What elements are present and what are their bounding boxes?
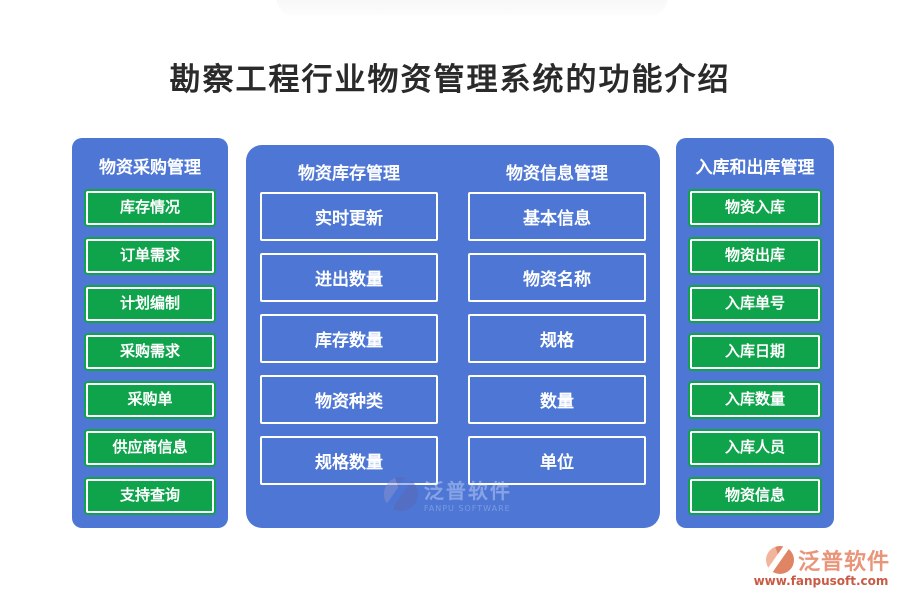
feature-box-basic-info: 基本信息 <box>468 192 646 241</box>
column-inventory-management: 物资库存管理 实时更新 进出数量 库存数量 物资种类 规格数量 <box>260 159 438 528</box>
feature-box-quantity: 数量 <box>468 375 646 424</box>
footer-brand: 泛普软件 www.fanpusoft.com <box>726 544 890 588</box>
panel-purchase-title: 物资采购管理 <box>99 158 201 178</box>
feature-box-plan-compile: 计划编制 <box>86 287 214 321</box>
feature-box-unit: 单位 <box>468 436 646 485</box>
feature-box-material-inbound: 物资入库 <box>690 191 820 225</box>
feature-box-inbound-personnel: 入库人员 <box>690 431 820 465</box>
panel-purchase-items: 库存情况 订单需求 计划编制 采购需求 采购单 供应商信息 支持查询 <box>72 191 228 513</box>
feature-box-realtime-update: 实时更新 <box>260 192 438 241</box>
top-decoration <box>276 0 668 18</box>
panel-inventory-items: 实时更新 进出数量 库存数量 物资种类 规格数量 <box>260 192 438 485</box>
middle-columns: 物资库存管理 实时更新 进出数量 库存数量 物资种类 规格数量 物资信息管理 基… <box>246 145 660 528</box>
feature-box-inout-quantity: 进出数量 <box>260 253 438 302</box>
feature-box-material-name: 物资名称 <box>468 253 646 302</box>
feature-box-order-demand: 订单需求 <box>86 239 214 273</box>
panel-info-title: 物资信息管理 <box>506 164 608 184</box>
footer-brand-row: 泛普软件 <box>726 544 890 576</box>
feature-box-purchase-demand: 采购需求 <box>86 335 214 369</box>
fanpu-footer-logo-icon <box>765 546 794 574</box>
feature-box-material-type: 物资种类 <box>260 375 438 424</box>
panel-warehouse-title: 入库和出库管理 <box>695 158 815 178</box>
panel-warehouse-items: 物资入库 物资出库 入库单号 入库日期 入库数量 入库人员 物资信息 <box>676 191 834 513</box>
panel-warehouse-management: 入库和出库管理 物资入库 物资出库 入库单号 入库日期 入库数量 入库人员 物资… <box>676 138 834 528</box>
feature-box-inbound-date: 入库日期 <box>690 335 820 369</box>
panel-inventory-info-management: 物资库存管理 实时更新 进出数量 库存数量 物资种类 规格数量 物资信息管理 基… <box>246 145 660 528</box>
feature-box-purchase-order: 采购单 <box>86 383 214 417</box>
page-title: 勘察工程行业物资管理系统的功能介绍 <box>169 62 731 98</box>
feature-box-supplier-info: 供应商信息 <box>86 431 214 465</box>
feature-box-spec-quantity: 规格数量 <box>260 436 438 485</box>
panel-info-items: 基本信息 物资名称 规格 数量 单位 <box>468 192 646 485</box>
feature-box-inventory-status: 库存情况 <box>86 191 214 225</box>
panel-purchase-management: 物资采购管理 库存情况 订单需求 计划编制 采购需求 采购单 供应商信息 支持查… <box>72 138 228 528</box>
feature-box-stock-quantity: 库存数量 <box>260 314 438 363</box>
feature-box-material-outbound: 物资出库 <box>690 239 820 273</box>
feature-box-specification: 规格 <box>468 314 646 363</box>
footer-brand-name: 泛普软件 <box>797 550 890 575</box>
feature-box-material-info: 物资信息 <box>690 479 820 513</box>
column-info-management: 物资信息管理 基本信息 物资名称 规格 数量 单位 <box>468 159 646 528</box>
footer-brand-url: www.fanpusoft.com <box>753 574 889 588</box>
feature-box-inbound-quantity: 入库数量 <box>690 383 820 417</box>
panel-inventory-title: 物资库存管理 <box>298 164 400 184</box>
feature-box-support-query: 支持查询 <box>86 479 214 513</box>
feature-box-inbound-number: 入库单号 <box>690 287 820 321</box>
